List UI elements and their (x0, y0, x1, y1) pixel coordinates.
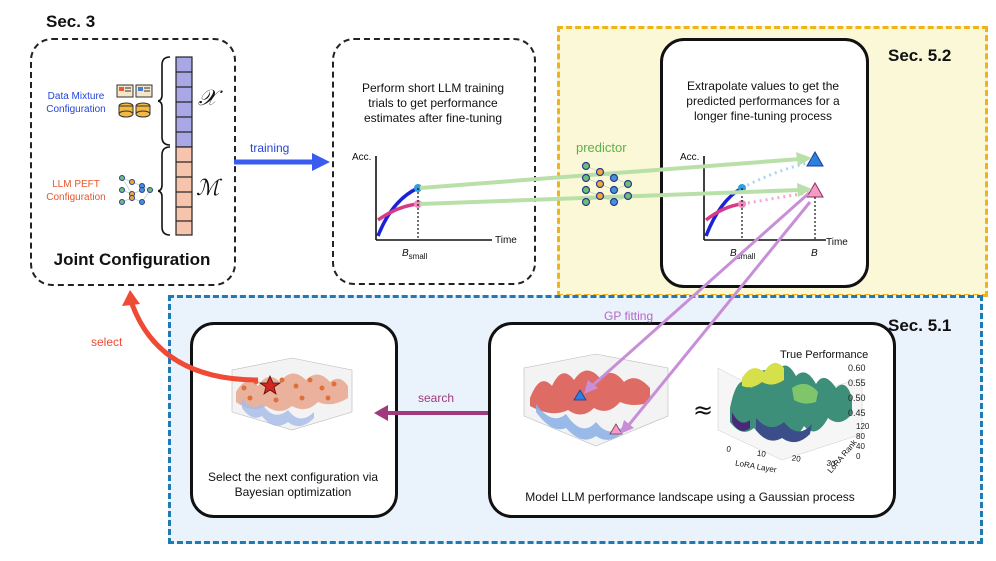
bayesian-surface-plot (231, 357, 353, 431)
select-arrow (122, 290, 259, 383)
short-trials-plot (375, 156, 492, 241)
extrapolate-b-label: B (811, 248, 818, 259)
training-label: training (250, 141, 290, 155)
gp-fitting-arrows (584, 192, 812, 434)
sec3-label: Sec. 3 (46, 12, 96, 31)
config-vector (158, 56, 193, 236)
sec52-label: Sec. 5.2 (888, 46, 952, 65)
data-mixture-icon (116, 84, 153, 118)
training-arrow (234, 153, 330, 171)
extrapolate-y-axis-label: Acc. (680, 152, 700, 163)
select-label: select (91, 335, 123, 349)
extrapolate-x-axis-label: Time (826, 237, 848, 248)
search-arrow (374, 405, 488, 421)
gp-fitting-label: GP fitting (604, 309, 654, 323)
predictor-arrows (419, 152, 812, 206)
search-label: search (418, 391, 455, 405)
trials-y-axis-label: Acc. (352, 152, 372, 163)
predictor-network-icon (581, 161, 633, 207)
true-performance-title: True Performance (780, 349, 869, 361)
joint-configuration-title: Joint Configuration (53, 250, 211, 269)
true-performance-plot (717, 362, 863, 461)
predictor-label: predictor (576, 140, 627, 155)
extrapolate-b-small-label: Bsmall (730, 248, 756, 261)
joint-configuration-box (30, 38, 236, 286)
trials-b-small-label: Bsmall (402, 248, 428, 261)
llm-network-icon (119, 175, 153, 205)
sec51-label: Sec. 5.1 (888, 316, 952, 335)
best-star-marker (258, 374, 282, 395)
gaussian-process-caption: Model LLM performance landscape using a … (525, 490, 855, 504)
approx-symbol: ≈ (693, 396, 714, 424)
x-symbol: 𝒳 (198, 86, 217, 111)
trials-x-axis-label: Time (495, 235, 517, 246)
short-trials-box (332, 38, 536, 285)
extrapolate-plot (703, 150, 826, 241)
blue-predicted-triangle (806, 150, 824, 167)
m-symbol: ℳ (196, 176, 220, 201)
